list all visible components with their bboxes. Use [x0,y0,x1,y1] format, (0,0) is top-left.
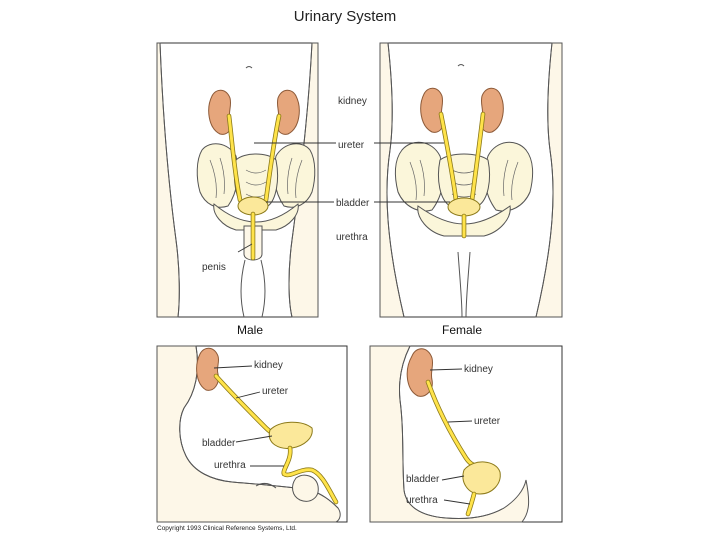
female-side-panel: kidney ureter bladder urethra [369,345,563,523]
female-side-label-bladder: bladder [406,474,440,485]
female-front-panel [379,42,563,318]
female-side-kidney [406,348,434,397]
female-side-bladder [462,461,501,495]
label-bladder: bladder [336,198,370,209]
female-side-label-ureter: ureter [474,416,501,427]
female-pelvis [394,141,534,237]
label-ureter: ureter [338,140,365,151]
female-bladder [447,197,481,217]
label-kidney: kidney [338,96,367,107]
copyright-note: Copyright 1993 Clinical Reference System… [157,525,297,532]
male-side-bladder [268,421,313,449]
male-side-label-bladder: bladder [202,438,236,449]
female-ureters [438,111,486,203]
female-side-label-kidney: kidney [464,364,493,375]
center-labels: kidney ureter bladder urethra penis [202,96,450,273]
male-side-label-ureter: ureter [262,386,289,397]
female-side-label-urethra: urethra [406,495,438,506]
label-penis: penis [202,262,226,273]
male-side-kidney [196,347,220,391]
male-front-panel [156,42,319,318]
male-side-panel: kidney ureter bladder urethra [156,345,348,523]
caption-female: Female [442,323,482,337]
male-side-label-kidney: kidney [254,360,283,371]
male-side-label-urethra: urethra [214,460,246,471]
caption-male: Male [237,323,263,337]
page-title: Urinary System [294,8,397,25]
label-urethra: urethra [336,232,368,243]
male-ureters [226,113,282,203]
